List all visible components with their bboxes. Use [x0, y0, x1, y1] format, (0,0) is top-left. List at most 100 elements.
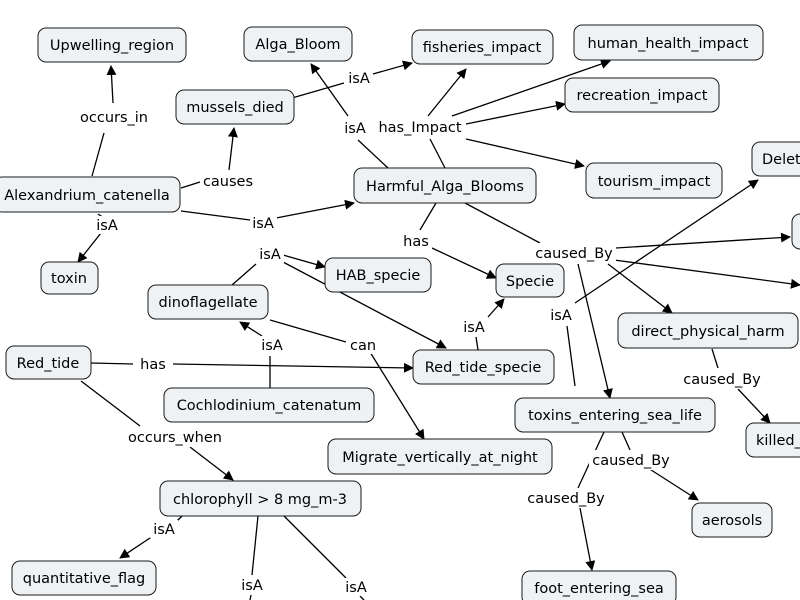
- link-caused-by-harm: caused_By: [680, 369, 764, 389]
- edge-toxins-isa: [566, 325, 576, 387]
- edge-has-specie: [431, 247, 497, 279]
- svg-text:isA: isA: [345, 580, 367, 596]
- svg-text:Red_tide_specie: Red_tide_specie: [425, 360, 542, 376]
- edge-hab-caused-by: [464, 202, 541, 244]
- edge-alex-isa-hab-left: [180, 210, 251, 221]
- link-isa-hab-alga: isA: [340, 119, 370, 137]
- link-isa-chl-b: isA: [342, 578, 370, 596]
- svg-text:Cochlodinium_catenatum: Cochlodinium_catenatum: [177, 398, 362, 414]
- edge-isa-a-down: [249, 594, 252, 600]
- concept-direct-physical-harm[interactable]: direct_physical_harm: [617, 312, 799, 349]
- svg-text:Migrate_vertically_at_night: Migrate_vertically_at_night: [342, 450, 538, 466]
- link-caused-by-hab: caused_By: [532, 243, 616, 263]
- edge-chl-isa-b: [283, 515, 347, 579]
- edge-rts-isa: [475, 336, 479, 351]
- svg-text:toxin: toxin: [51, 271, 87, 287]
- svg-text:Harmful_Alga_Blooms: Harmful_Alga_Blooms: [366, 179, 524, 195]
- svg-text:HAB_specie: HAB_specie: [336, 268, 421, 284]
- concept-mussels-died[interactable]: mussels_died: [175, 89, 295, 125]
- svg-text:aerosols: aerosols: [702, 513, 762, 529]
- link-isa-alex-hab: isA: [250, 214, 277, 232]
- edge-can-migrate: [369, 351, 425, 440]
- edge-hab-has-impact: [429, 138, 446, 169]
- link-isa-toxins-delete: isA: [547, 306, 575, 324]
- concept-migrate-vertically-at-night[interactable]: Migrate_vertically_at_night: [327, 438, 553, 475]
- edge-alex-occurs-in: [91, 132, 105, 177]
- concept-chlorophyll[interactable]: chlorophyll > 8 mg_m-3: [159, 480, 362, 517]
- svg-text:Delet: Delet: [762, 152, 800, 168]
- concept-red-tide[interactable]: Red_tide: [5, 345, 92, 380]
- link-can: can: [346, 336, 380, 354]
- svg-text:quantitative_flag: quantitative_flag: [23, 571, 145, 587]
- concept-cochlodinium-catenatum[interactable]: Cochlodinium_catenatum: [163, 387, 375, 423]
- concept-quantitative-flag[interactable]: quantitative_flag: [11, 560, 157, 596]
- edge-isa-red-tide-specie: [282, 261, 447, 349]
- link-has-impact: has_Impact: [374, 118, 466, 136]
- edge-red-tide-occurs: [80, 380, 141, 427]
- edge-chl-isa-a: [251, 515, 259, 576]
- edge-caused-by-harm: [607, 263, 673, 314]
- concept-toxins-entering-sea-life[interactable]: toxins_entering_sea_life: [514, 397, 716, 433]
- edge-dino-isa: [231, 263, 257, 286]
- edge-red-tide-has: [90, 362, 134, 365]
- edge-isa-delete: [574, 179, 759, 304]
- svg-text:Specie: Specie: [506, 274, 554, 290]
- link-isa-cochlo-dino: isA: [258, 336, 286, 354]
- svg-text:isA: isA: [463, 320, 485, 336]
- link-isa-alex-toxin: isA: [94, 216, 120, 234]
- link-occurs-in: occurs_in: [76, 106, 152, 126]
- concept-hab-specie[interactable]: HAB_specie: [324, 257, 432, 293]
- svg-text:has: has: [403, 234, 429, 250]
- concept-toxin[interactable]: toxin: [40, 261, 99, 295]
- edge-caused-foot: [579, 507, 596, 571]
- edge-causes-mussels: [227, 127, 238, 171]
- link-isa-quant: isA: [150, 520, 178, 538]
- concept-human-health-impact[interactable]: human_health_impact: [573, 24, 764, 61]
- concept-aerosols[interactable]: aerosols: [691, 502, 773, 538]
- concept-foot-entering-sea[interactable]: foot_entering_sea: [521, 570, 677, 600]
- concept-recreation-impact[interactable]: recreation_impact: [564, 77, 720, 113]
- link-isa-chl-a: isA: [238, 576, 266, 594]
- svg-text:Alga_Bloom: Alga_Bloom: [255, 37, 340, 53]
- concept-alga-bloom[interactable]: Alga_Bloom: [243, 26, 353, 62]
- link-causes: causes: [200, 172, 256, 190]
- svg-text:mussels_died: mussels_died: [186, 100, 284, 116]
- link-has-red-tide: has: [134, 355, 172, 373]
- svg-text:foot_entering_sea: foot_entering_sea: [534, 581, 664, 597]
- concept-alexandrium-catenella[interactable]: Alexandrium_catenella: [0, 176, 181, 213]
- svg-text:toxins_entering_sea_life: toxins_entering_sea_life: [528, 408, 702, 424]
- link-isa-mussels-alga: isA: [344, 69, 373, 87]
- edge-isa-toxin: [77, 232, 102, 263]
- concept-right-partial[interactable]: [791, 213, 800, 250]
- svg-text:caused_By: caused_By: [592, 453, 670, 469]
- concept-harmful-alga-blooms[interactable]: Harmful_Alga_Blooms: [353, 167, 537, 204]
- edge-impact-fisheries: [427, 68, 467, 117]
- edge-caused-by-delete: [615, 232, 791, 249]
- concept-killed-partial[interactable]: killed_: [745, 422, 800, 458]
- svg-text:can: can: [350, 338, 376, 354]
- linking-phrases: occurs_in isA causes isA has_Impact isA …: [76, 69, 764, 596]
- svg-text:isA: isA: [348, 71, 370, 87]
- edge-impact-recreation: [465, 100, 566, 125]
- concept-fisheries-impact[interactable]: fisheries_impact: [411, 29, 554, 65]
- concept-dinoflagellate[interactable]: dinoflagellate: [147, 284, 269, 320]
- link-has-hab-specie: has: [400, 232, 432, 250]
- concept-upwelling-region[interactable]: Upwelling_region: [37, 27, 187, 63]
- svg-text:occurs_in: occurs_in: [80, 110, 148, 126]
- svg-text:isA: isA: [261, 338, 283, 354]
- concept-tourism-impact[interactable]: tourism_impact: [585, 162, 723, 199]
- concept-red-tide-specie[interactable]: Red_tide_specie: [412, 349, 555, 385]
- svg-text:Upwelling_region: Upwelling_region: [50, 38, 174, 54]
- edge-isa-b-down: [359, 595, 365, 600]
- concept-delete-partial[interactable]: Delet: [751, 141, 800, 177]
- svg-text:recreation_impact: recreation_impact: [577, 88, 708, 104]
- concept-specie[interactable]: Specie: [495, 263, 565, 298]
- edge-hab-isa-up: [357, 139, 389, 169]
- connector-lines: [77, 59, 800, 600]
- edge-caused-by-toxins: [577, 263, 613, 399]
- svg-text:isA: isA: [252, 216, 274, 232]
- edge-hab-has: [419, 202, 437, 231]
- edge-toxins-caused-aerosols: [621, 431, 631, 451]
- link-caused-by-aerosols: caused_By: [589, 450, 673, 470]
